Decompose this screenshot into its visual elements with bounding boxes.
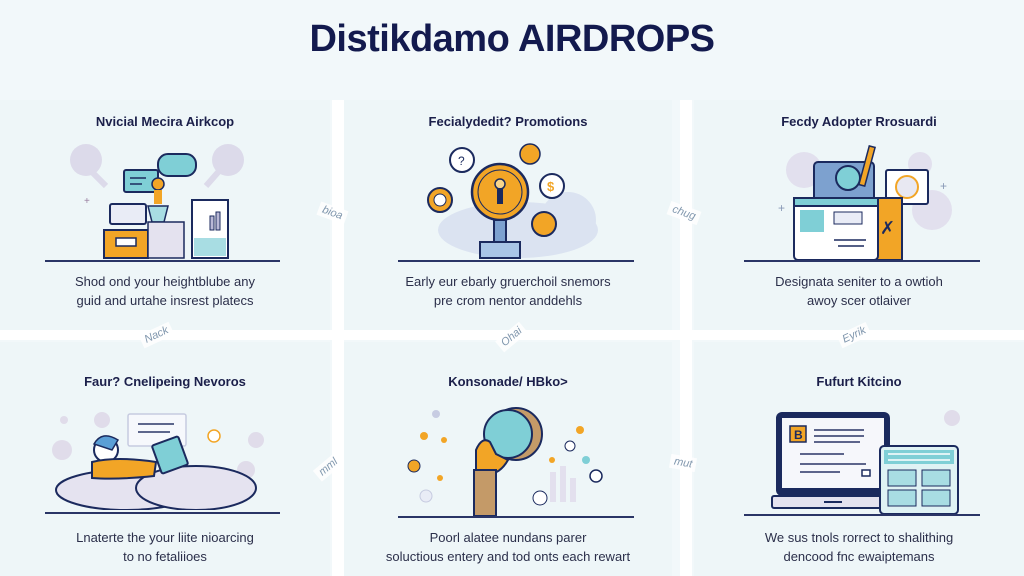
panel-desc-line1: We sus tnols rorrect to shalithing: [764, 530, 954, 545]
panel-title: Fecdy Adopter Rrosuardi: [781, 114, 937, 129]
panel-airdrop-2[interactable]: Fecialydedit? Promotions ? $: [344, 100, 672, 330]
panel-desc-line1: Poorl alatee nundans parer: [429, 530, 587, 545]
svg-text:B: B: [794, 428, 803, 442]
panel-desc-line2: awoy scer otlaiver: [806, 293, 912, 308]
floor-line: [398, 516, 634, 518]
svg-text:+: +: [940, 179, 947, 193]
panel-title: Faur? Cnelipeing Nevoros: [84, 374, 246, 389]
laptop-and-tablet-icon: B: [770, 410, 970, 520]
svg-text:?: ?: [458, 154, 465, 168]
floor-line: [45, 512, 280, 514]
airdrop-grid: Nvicial Mecira Airkcop: [0, 100, 1024, 576]
panel-title: Fufurt Kitcino: [816, 374, 902, 389]
svg-text:$: $: [547, 179, 555, 194]
floor-line: [398, 260, 634, 262]
coin-trophy-icon: ? $: [418, 140, 618, 260]
floor-line: [744, 514, 980, 516]
panel-airdrop-4[interactable]: Faur? Cnelipeing Nevoros Lnatert: [0, 342, 330, 576]
folder-and-documents-icon: ✗ + +: [754, 140, 954, 260]
svg-text:+: +: [778, 201, 785, 215]
panel-airdrop-5[interactable]: Konsonade/ HBko>: [344, 342, 672, 576]
panel-airdrop-3[interactable]: Fecdy Adopter Rrosuardi ✗ + +: [694, 100, 1024, 330]
floor-line: [45, 260, 280, 262]
panel-desc-line2: dencood fnc ewaiptemans: [783, 549, 935, 564]
panel-desc-line1: Designata seniter to a owtioh: [775, 274, 943, 289]
floor-line: [744, 260, 980, 262]
person-with-laptop-on-beanbag-icon: [46, 400, 286, 510]
panel-desc-line2: guid and urtahe insrest platecs: [76, 293, 254, 308]
panel-title: Fecialydedit? Promotions: [428, 114, 588, 129]
panel-title: Nvicial Mecira Airkcop: [95, 114, 235, 129]
panel-desc-line1: Shod ond your heightblube any: [75, 274, 255, 289]
panel-title: Konsonade/ HBko>: [448, 374, 568, 389]
page-title: Distikdamo AIRDROPS: [309, 18, 715, 60]
panel-desc-line2: to no fetaliioes: [123, 549, 207, 564]
panel-desc-line2: soluctious entery and tod onts each rewa…: [385, 549, 631, 564]
panel-desc-line1: Early eur ebarly gruerchoil snemors: [405, 274, 611, 289]
panel-airdrop-6[interactable]: Fufurt Kitcino B: [694, 342, 1024, 576]
svg-text:✗: ✗: [880, 218, 895, 238]
panel-desc-line1: Lnaterte the your liite nioarcing: [76, 530, 254, 545]
panel-desc-line2: pre crom nentor anddehls: [433, 293, 583, 308]
svg-text:+: +: [84, 196, 90, 207]
desk-with-monitor-and-person-icon: +: [60, 140, 280, 260]
hand-holding-magnifier-icon: [400, 400, 630, 516]
panel-airdrop-1[interactable]: Nvicial Mecira Airkcop: [0, 100, 330, 330]
